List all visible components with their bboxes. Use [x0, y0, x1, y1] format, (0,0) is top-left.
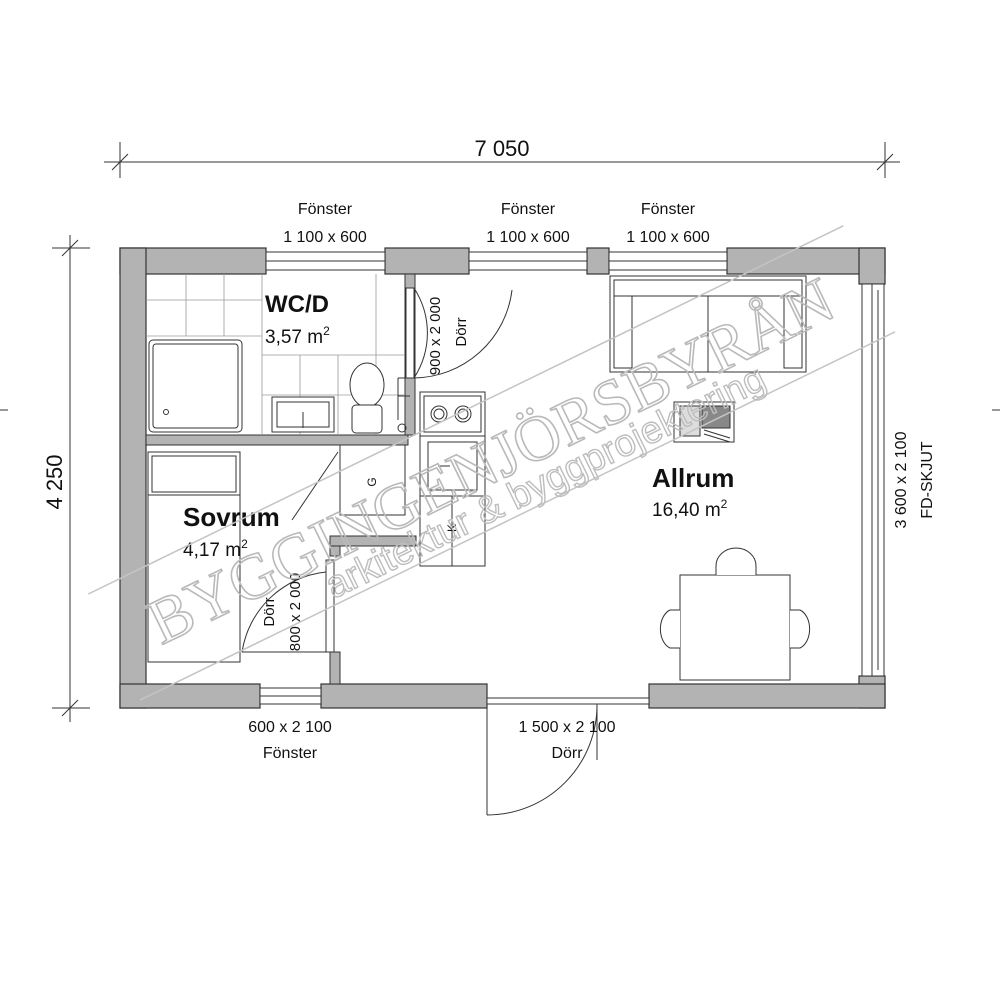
window-2-label: Fönster — [501, 201, 556, 218]
window-3-size: 1 100 x 600 — [626, 229, 710, 246]
wc-sink — [271, 396, 335, 433]
kitchen-label: K — [445, 524, 459, 532]
bedroom-door-label: Dörr — [261, 597, 278, 626]
living-room-name: Allrum — [652, 463, 734, 493]
wc-room-area-value: 3,57 m — [265, 327, 323, 348]
living-room-area: 16,40 m2 — [652, 497, 728, 521]
entrance-door-size: 1 500 x 2 100 — [519, 719, 616, 736]
bedroom-room-name: Sovrum — [183, 502, 280, 532]
window-frames — [259, 251, 885, 705]
window-2-size: 1 100 x 600 — [486, 229, 570, 246]
wc-door-label: Dörr — [453, 317, 470, 346]
sliding-door-size: 3 600 x 2 100 — [893, 431, 910, 528]
wc-tiles — [146, 274, 405, 435]
wc-room-area-unit: 2 — [323, 324, 330, 338]
bed — [147, 451, 241, 663]
wc-room-area: 3,57 m2 — [265, 324, 330, 348]
closet-label: G — [365, 477, 379, 486]
bedroom-door-size: 800 x 2 000 — [287, 573, 304, 651]
window-1-label: Fönster — [298, 201, 353, 218]
window-4-label: Fönster — [263, 745, 318, 762]
window-3-label: Fönster — [641, 201, 696, 218]
entrance-door-label: Dörr — [551, 745, 583, 762]
overall-width-label: 7 050 — [474, 136, 529, 161]
wc-door — [397, 287, 513, 433]
bedroom-room-area: 4,17 m2 — [183, 537, 248, 561]
toilet — [349, 362, 385, 434]
bedroom-room-area-value: 4,17 m — [183, 540, 241, 561]
closet — [291, 444, 406, 521]
dimension-lines — [0, 142, 1000, 722]
wc-door-size: 900 x 2 000 — [427, 297, 444, 375]
window-1-size: 1 100 x 600 — [283, 229, 367, 246]
window-4-size: 600 x 2 100 — [248, 719, 332, 736]
wc-room-name: WC/D — [265, 291, 329, 318]
living-room-area-unit: 2 — [721, 497, 728, 511]
bedroom-door — [241, 559, 335, 653]
bedroom-room-area-unit: 2 — [241, 537, 248, 551]
overall-height-label: 4 250 — [42, 454, 67, 509]
sliding-door-type: FD-SKJUT — [919, 441, 936, 519]
living-room-area-value: 16,40 m — [652, 500, 721, 521]
entrance-door — [486, 697, 650, 816]
dining-table — [659, 547, 811, 681]
shower-tray — [148, 339, 243, 433]
